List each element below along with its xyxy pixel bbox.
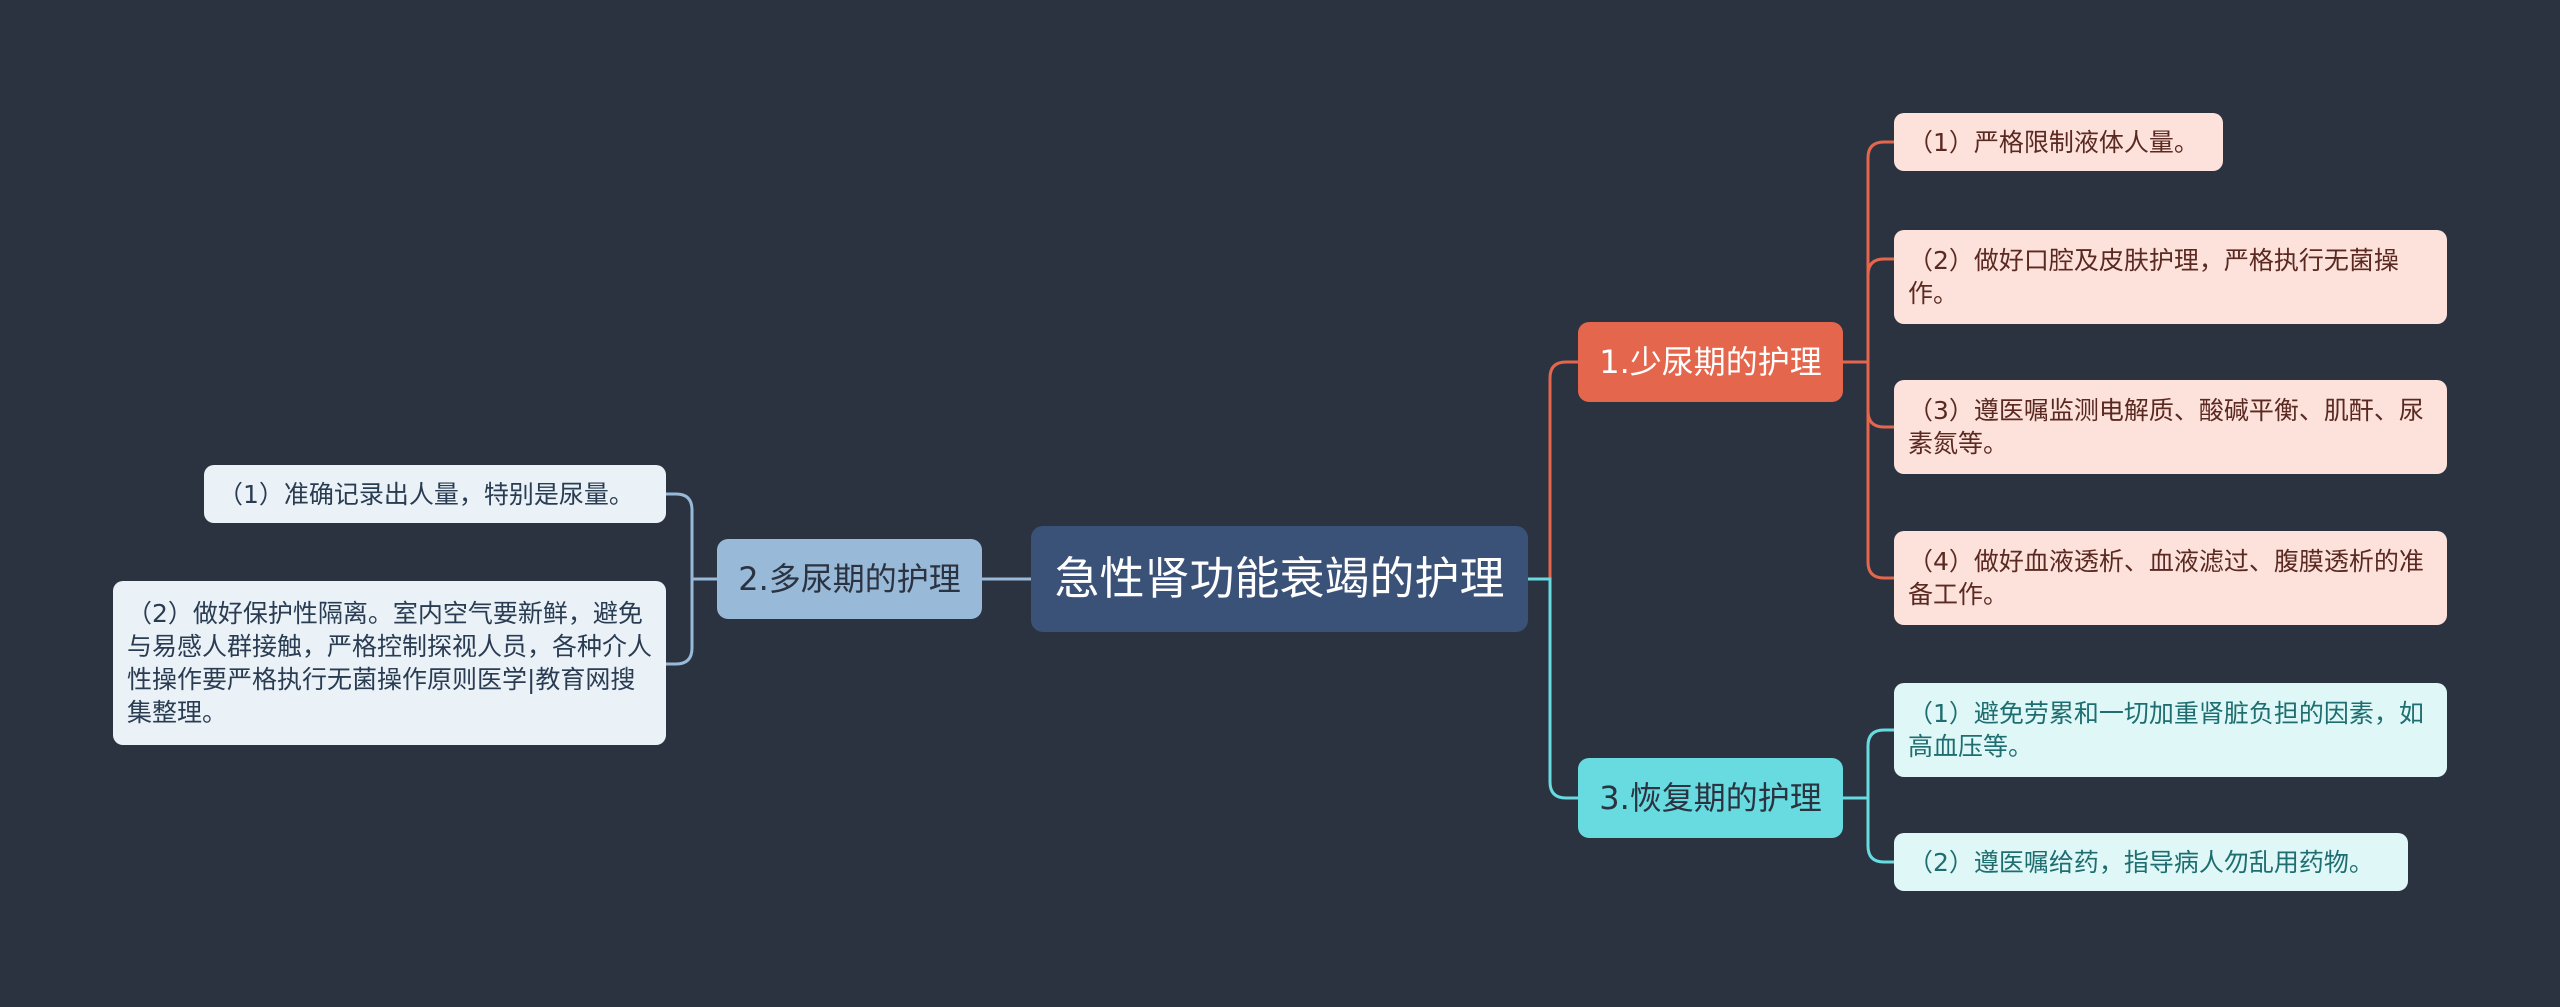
branch-oliguria-care[interactable]: 1.少尿期的护理 [1578,322,1843,402]
leaf-label: （1）避免劳累和一切加重肾脏负担的因素，如高血压等。 [1908,699,2424,761]
leaf-recovery-2[interactable]: （2）遵医嘱给药，指导病人勿乱用药物。 [1894,833,2408,891]
root-topic-label: 急性肾功能衰竭的护理 [1054,552,1505,606]
root-topic[interactable]: 急性肾功能衰竭的护理 [1031,526,1528,632]
connector-branch2-leaves [666,492,717,666]
leaf-oliguria-2[interactable]: （2）做好口腔及皮肤护理，严格执行无菌操作。 [1894,230,2447,324]
connector-root-branch3 [1528,577,1578,800]
leaf-oliguria-1[interactable]: （1）严格限制液体人量。 [1894,113,2223,171]
connector-root-branch1 [1528,360,1578,581]
leaf-oliguria-3[interactable]: （3）遵医嘱监测电解质、酸碱平衡、肌酐、尿素氮等。 [1894,380,2447,474]
leaf-label: （3）遵医嘱监测电解质、酸碱平衡、肌酐、尿素氮等。 [1908,396,2424,458]
branch-label: 3.恢复期的护理 [1599,778,1822,817]
leaf-label: （1）严格限制液体人量。 [1908,127,2199,157]
leaf-label: （2）遵医嘱给药，指导病人勿乱用药物。 [1908,847,2374,877]
leaf-polyuria-2[interactable]: （2）做好保护性隔离。室内空气要新鲜，避免与易感人群接触，严格控制探视人员，各种… [113,581,666,745]
leaf-label: （4）做好血液透析、血液滤过、腹膜透析的准备工作。 [1908,547,2424,609]
connector-branch1-leaves [1843,140,1894,580]
branch-polyuria-care[interactable]: 2.多尿期的护理 [717,539,982,619]
leaf-recovery-1[interactable]: （1）避免劳累和一切加重肾脏负担的因素，如高血压等。 [1894,683,2447,777]
branch-label: 2.多尿期的护理 [738,559,961,598]
leaf-label: （1）准确记录出人量，特别是尿量。 [218,479,634,509]
branch-recovery-care[interactable]: 3.恢复期的护理 [1578,758,1843,838]
leaf-label: （2）做好口腔及皮肤护理，严格执行无菌操作。 [1908,246,2399,308]
leaf-label: （2）做好保护性隔离。室内空气要新鲜，避免与易感人群接触，严格控制探视人员，各种… [127,599,653,727]
connector-branch3-leaves [1843,728,1894,864]
leaf-polyuria-1[interactable]: （1）准确记录出人量，特别是尿量。 [204,465,666,523]
leaf-oliguria-4[interactable]: （4）做好血液透析、血液滤过、腹膜透析的准备工作。 [1894,531,2447,625]
branch-label: 1.少尿期的护理 [1599,342,1822,381]
